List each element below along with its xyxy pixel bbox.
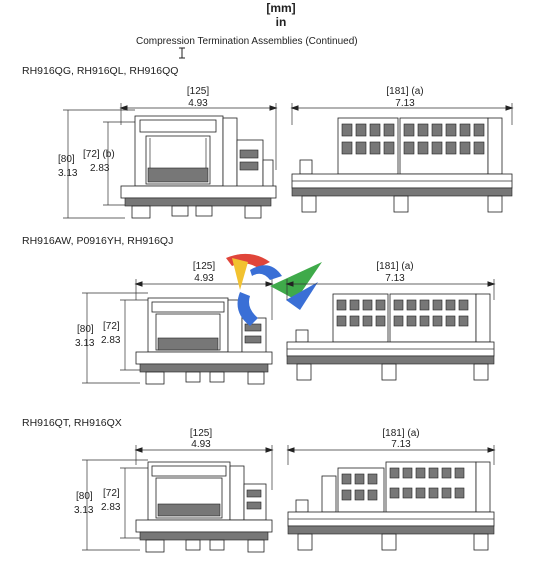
section-1-length-in: 7.13 (395, 98, 415, 109)
section-2-models: RH916AW, P0916YH, RH916QJ (22, 235, 174, 247)
section-1-length-mm: [181] (a) (386, 86, 424, 97)
section-1-top-view (290, 103, 514, 213)
section-3-side-view (82, 445, 274, 553)
section-2-width-in: 4.93 (194, 273, 214, 284)
section-2-inner-mm: [72] (103, 321, 120, 332)
section-1-width-in: 4.93 (188, 98, 208, 109)
section-1-inner-in: 2.83 (90, 163, 110, 174)
watermark-logo-icon (226, 253, 322, 326)
section-1-width-mm: [125] (186, 86, 210, 97)
section-3-top-view (286, 445, 496, 551)
text-cursor-icon (179, 47, 185, 59)
section-3-inner-in: 2.83 (101, 502, 121, 513)
section-1-models: RH916QG, RH916QL, RH916QQ (22, 65, 179, 77)
section-2-length-in: 7.13 (385, 273, 405, 284)
section-3-height-in: 3.13 (74, 505, 94, 516)
section-2-top-view (285, 279, 496, 381)
section-3-width-in: 4.93 (191, 439, 211, 450)
section-3-height-mm: [80] (76, 491, 93, 502)
section-3-models: RH916QT, RH916QX (22, 417, 122, 429)
page-caption: Compression Termination Assemblies (Cont… (136, 36, 358, 47)
section-3-inner-mm: [72] (103, 488, 120, 499)
section-2-inner-in: 2.83 (101, 335, 121, 346)
section-2-height-in: 3.13 (75, 338, 95, 349)
section-2-height-mm: [80] (77, 324, 94, 335)
section-1-side-view (63, 103, 278, 219)
section-3-length-mm: [181] (a) (382, 428, 420, 439)
section-3-width-mm: [125] (189, 428, 213, 439)
section-1-height-mm: [80] (58, 154, 75, 165)
section-2-width-mm: [125] (192, 261, 216, 272)
unit-in-label: in (275, 15, 287, 29)
unit-mm-label: [mm] (266, 1, 296, 15)
section-2-length-mm: [181] (a) (376, 261, 414, 272)
section-1-inner-mm: [72] (b) (83, 149, 115, 160)
section-2-side-view (82, 279, 274, 385)
section-3-length-in: 7.13 (391, 439, 411, 450)
